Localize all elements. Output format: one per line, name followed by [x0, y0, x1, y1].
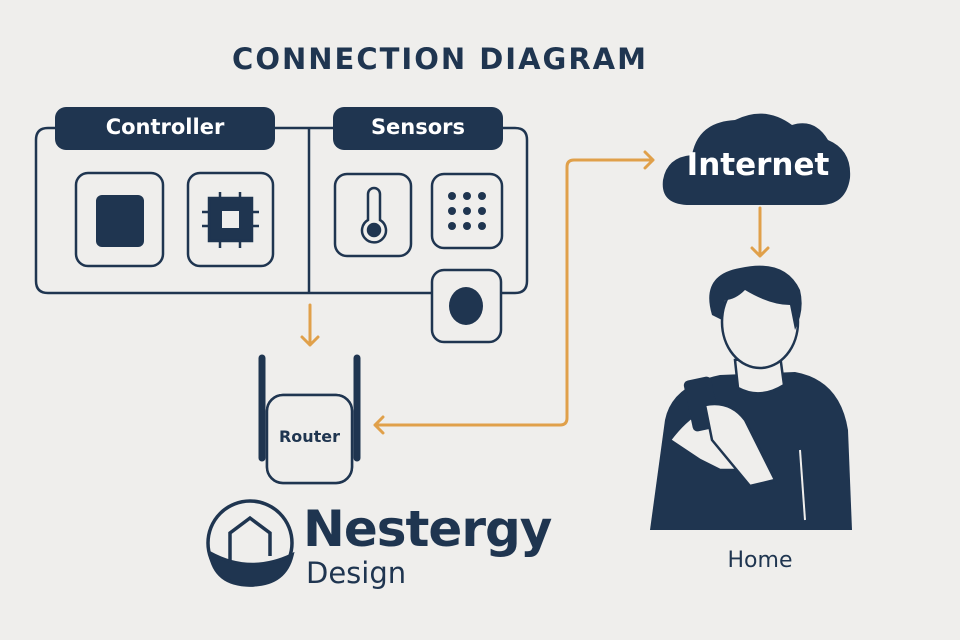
home-label: Home — [727, 548, 793, 573]
controller-label: Controller — [105, 115, 225, 139]
controller-chip-box — [186, 171, 275, 268]
cloud-icon — [662, 113, 851, 205]
internet-to-home-arrow — [750, 206, 770, 258]
router-label: Router — [278, 427, 341, 446]
keypad-icon — [448, 192, 486, 230]
device-group-frame — [34, 126, 529, 295]
logo-name: Nestergy — [303, 500, 552, 558]
chip-icon — [202, 192, 259, 248]
internet-label: Internet — [686, 147, 830, 183]
internet-router-link-arrow — [373, 150, 655, 435]
controller-label-pill — [55, 107, 275, 150]
controller-module-box — [74, 171, 165, 268]
keypad-sensor-box — [430, 172, 504, 250]
sensors-label-pill — [333, 107, 503, 150]
motion-sensor-icon — [449, 287, 483, 325]
thermometer-icon — [360, 186, 388, 244]
person-icon — [650, 265, 852, 530]
logo-subtitle: Design — [306, 556, 407, 590]
module-icon — [96, 195, 144, 247]
temperature-sensor-box — [333, 172, 413, 258]
controller-to-router-arrow — [300, 303, 320, 347]
router-antenna-icon — [258, 354, 361, 462]
sensors-label: Sensors — [370, 115, 466, 139]
nestergy-logo-icon — [206, 499, 295, 587]
diagram-title: CONNECTION DIAGRAM — [232, 42, 648, 76]
